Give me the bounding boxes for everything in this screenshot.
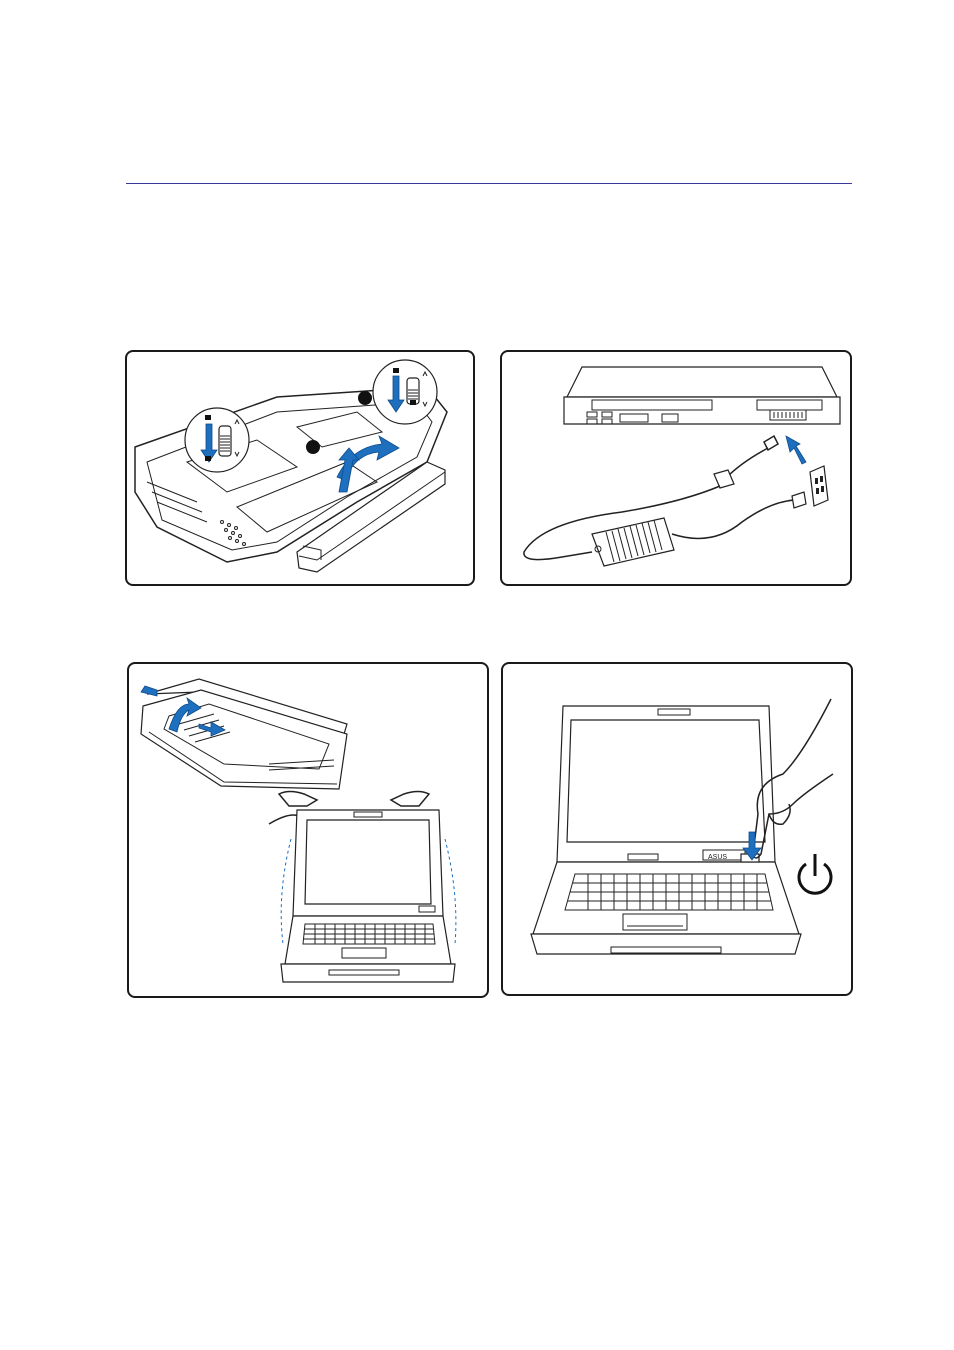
header-rule <box>126 183 852 184</box>
figure-open-lid <box>127 662 489 998</box>
step-marker <box>358 391 372 405</box>
adapter-illustration <box>502 352 850 584</box>
power-on-illustration: ASUS <box>503 664 851 994</box>
unlock-icon <box>205 415 211 420</box>
brand-logo: ASUS <box>708 854 727 861</box>
step-marker <box>306 440 320 454</box>
open-lid-illustration <box>129 664 487 996</box>
lock-callout-right <box>373 360 437 424</box>
figure-power-adapter <box>500 350 852 586</box>
wall-outlet <box>810 466 828 506</box>
lock-callout-left <box>185 408 249 472</box>
figure-power-on: ASUS <box>501 662 853 996</box>
power-icon <box>799 854 831 893</box>
connect-arrow <box>786 436 806 464</box>
hand-left <box>279 792 317 807</box>
figure-battery-install <box>125 350 475 586</box>
lock-icon <box>205 456 211 461</box>
lock-icon <box>410 400 416 405</box>
hand-right <box>391 792 429 807</box>
unlock-icon <box>393 368 399 373</box>
battery-illustration <box>127 352 473 584</box>
